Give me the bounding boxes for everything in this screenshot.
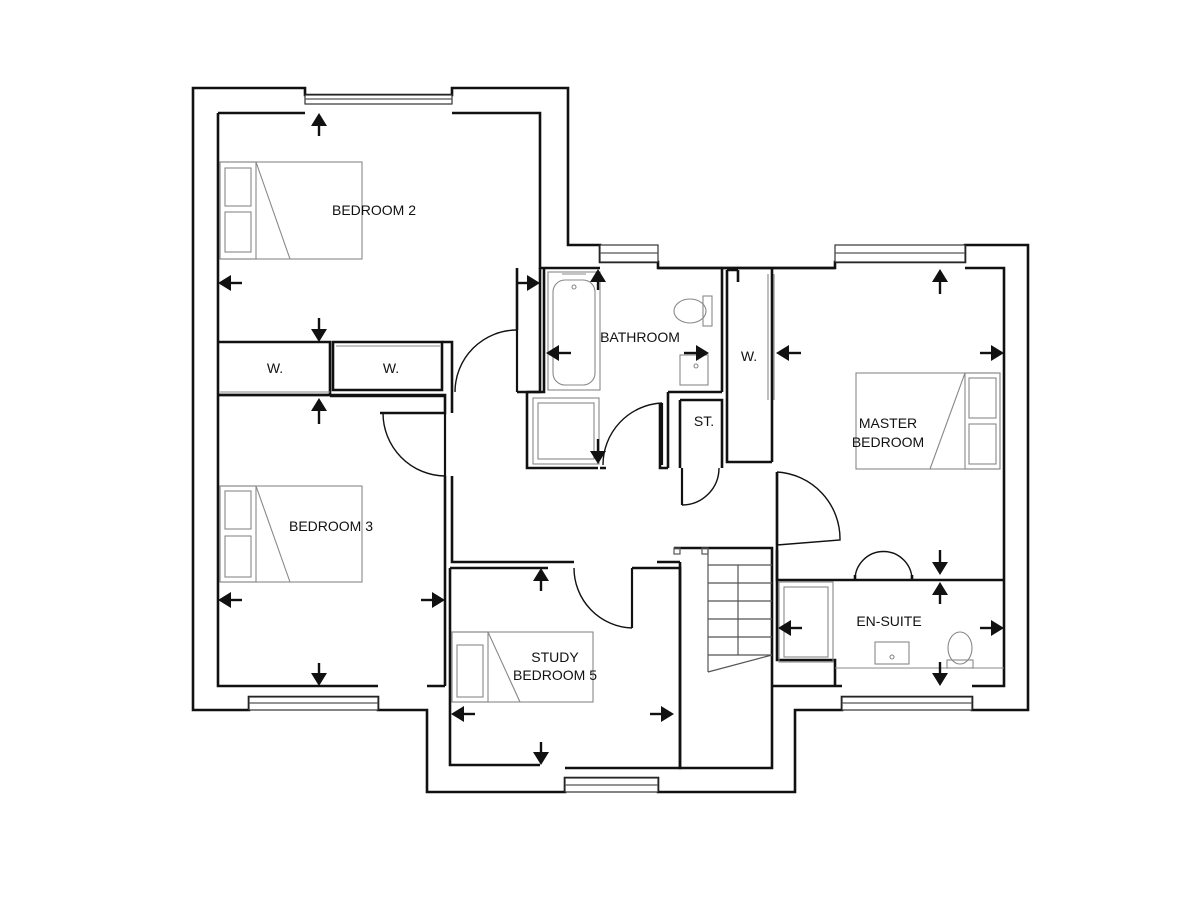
room-labels: BEDROOM 2 BEDROOM 3 BATHROOM MASTER BEDR… (267, 202, 924, 683)
arrow-left-icon (776, 345, 801, 361)
arrow-down-icon (311, 663, 327, 686)
basin-ensuite (874, 641, 910, 665)
arrow-down-icon (932, 662, 948, 686)
label-wardrobe-mid: W. (383, 360, 399, 376)
arrow-down-icon (311, 318, 327, 342)
arrow-right-icon (980, 345, 1004, 361)
label-storage: ST. (694, 413, 714, 429)
arrow-up-icon (311, 398, 327, 424)
label-bathroom: BATHROOM (600, 329, 680, 345)
basin-bathroom (679, 354, 709, 386)
label-study-line2: BEDROOM 5 (513, 667, 597, 683)
bed-bedroom-2 (219, 161, 363, 260)
bed-master (855, 372, 1001, 470)
doors (382, 329, 913, 629)
arrow-left-icon (451, 706, 475, 722)
arrow-right-icon (684, 345, 709, 361)
arrow-left-icon (218, 592, 242, 608)
arrow-right-icon (980, 620, 1004, 636)
arrow-up-icon (311, 113, 327, 136)
furniture (219, 161, 1004, 703)
label-study-line1: STUDY (531, 649, 579, 665)
arrow-up-icon (590, 269, 606, 290)
arrow-right-icon (421, 592, 445, 608)
shower-tray-bathroom (532, 397, 600, 465)
bed-bedroom-3 (219, 485, 363, 583)
arrow-up-icon (932, 582, 948, 604)
arrow-up-icon (533, 568, 549, 591)
label-wardrobe-left: W. (267, 360, 283, 376)
arrow-left-icon (778, 620, 802, 636)
arrow-up-icon (932, 269, 948, 294)
label-master-line1: MASTER (859, 415, 917, 431)
label-bedroom-2: BEDROOM 2 (332, 202, 416, 218)
bed-study (451, 631, 594, 703)
arrow-right-icon (516, 275, 540, 291)
shower-ensuite (778, 581, 834, 663)
label-bedroom-3: BEDROOM 3 (289, 518, 373, 534)
arrow-left-icon (546, 345, 571, 361)
interior-walls (218, 268, 1004, 770)
windows (248, 94, 973, 793)
arrow-down-icon (590, 439, 606, 464)
label-wardrobe-master: W. (741, 348, 757, 364)
arrow-down-icon (932, 550, 948, 575)
toilet-ensuite (946, 631, 974, 669)
bath-tub (547, 271, 601, 391)
label-ensuite: EN-SUITE (856, 613, 921, 629)
arrow-left-icon (218, 275, 242, 291)
arrow-right-icon (650, 706, 674, 722)
staircase (673, 547, 773, 673)
label-master-line2: BEDROOM (852, 434, 924, 450)
toilet-bathroom (673, 295, 713, 327)
dimension-arrows (218, 113, 1004, 765)
arrow-down-icon (533, 742, 549, 765)
